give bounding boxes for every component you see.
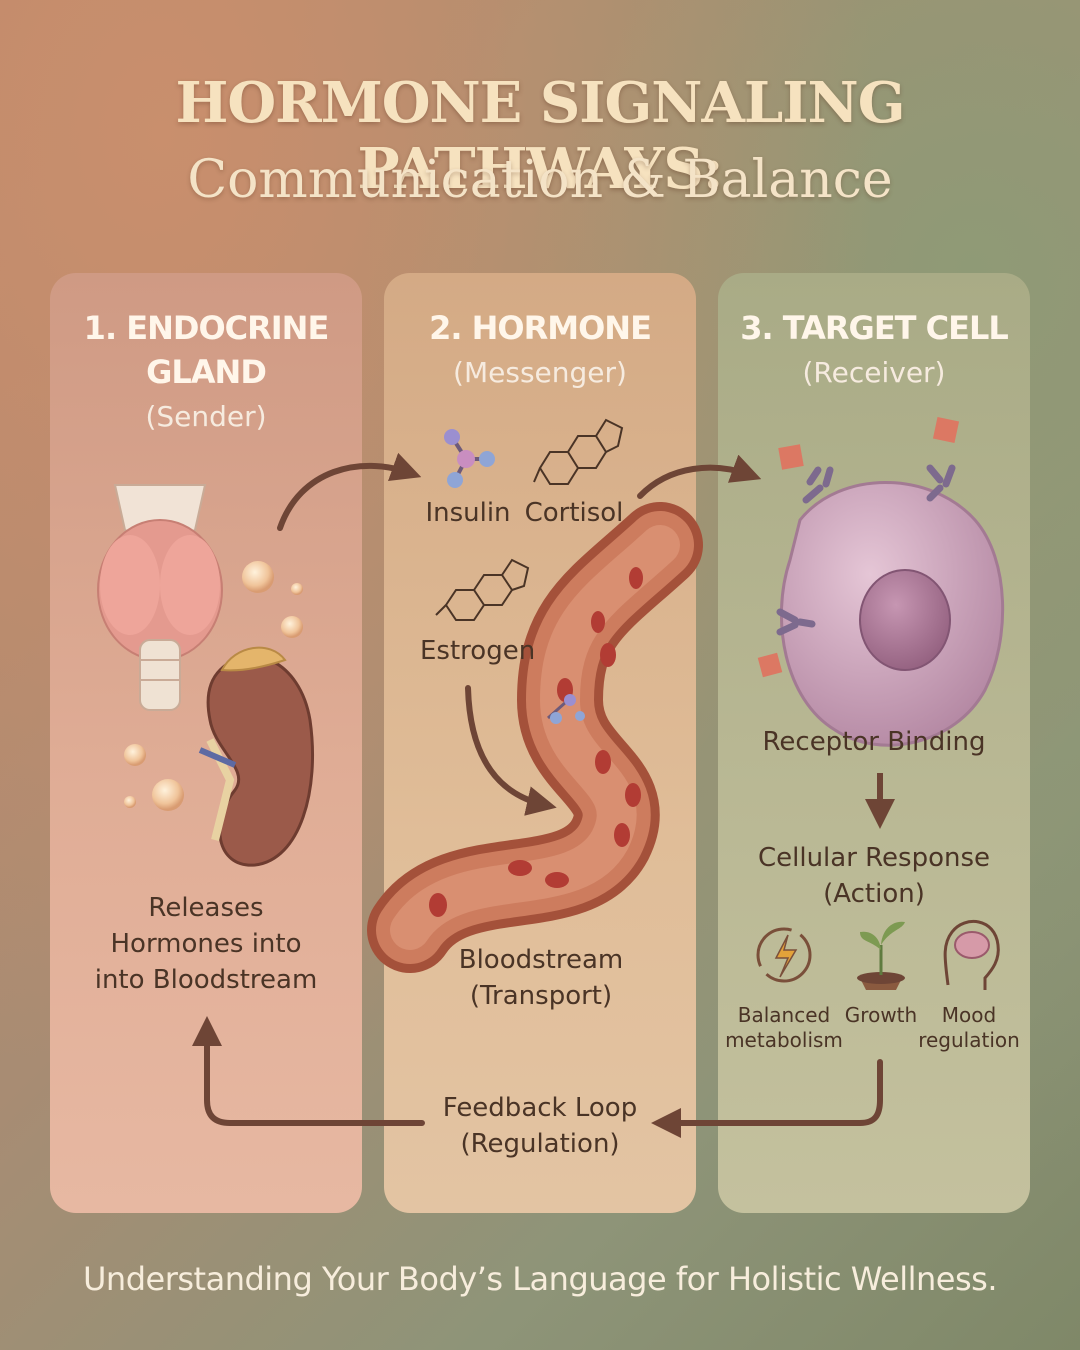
hormone-bubbles — [124, 561, 303, 811]
thyroid-gland-icon — [97, 484, 223, 711]
bloodstream-label-line1: Bloodstream — [458, 945, 624, 975]
outcome-growth-label: Growth — [844, 1003, 918, 1027]
outcome-metabolism-line2: metabolism — [725, 1028, 843, 1052]
sprout-icon — [857, 921, 905, 990]
panel1-caption-line1: Releases — [148, 893, 264, 923]
receptor-icons — [757, 416, 960, 678]
panel1-caption-line3: into Bloodstream — [94, 965, 318, 995]
feedback-loop-line2: (Regulation) — [460, 1129, 620, 1159]
cellular-response-line2: (Action) — [823, 879, 925, 909]
lightning-cycle-icon — [756, 927, 812, 983]
cellular-response-line1: Cellular Response — [757, 843, 991, 873]
panel1-caption-line2: Hormones into — [110, 929, 302, 959]
insulin-molecule-icon — [444, 429, 495, 488]
feedback-arrow-left — [192, 1016, 425, 1126]
arrow-hormone-to-cell — [637, 454, 762, 499]
feedback-loop-line1: Feedback Loop — [442, 1093, 638, 1123]
footer-tagline: Understanding Your Body’s Language for H… — [83, 1260, 998, 1298]
arrow-gland-to-hormone — [277, 452, 422, 531]
feedback-arrow-right — [651, 1059, 883, 1138]
outcome-metabolism-line1: Balanced — [737, 1003, 831, 1027]
brain-head-icon — [943, 920, 1000, 990]
blood-vessel-icon — [367, 502, 703, 973]
outcome-mood-line1: Mood — [941, 1003, 997, 1027]
molecule-label-estrogen: Estrogen — [420, 636, 536, 666]
panel1-heading-line1: 1. ENDOCRINE — [83, 309, 330, 347]
panel2-role: (Messenger) — [453, 356, 627, 389]
outcome-mood-line2: regulation — [918, 1028, 1020, 1052]
main-subtitle: Communication & Balance — [187, 150, 893, 210]
receptor-binding-label: Receptor Binding — [762, 727, 986, 757]
estrogen-molecule-icon — [435, 558, 530, 621]
bloodstream-label-line2: (Transport) — [469, 981, 613, 1011]
panel3-role: (Receiver) — [802, 356, 946, 389]
target-cell-icon — [779, 481, 1005, 747]
cortisol-molecule-icon — [533, 418, 624, 485]
arrow-estrogen-to-bloodstream — [465, 685, 557, 816]
panel3-heading: 3. TARGET CELL — [740, 309, 1009, 347]
kidney-adrenal-icon — [198, 646, 314, 867]
molecule-label-insulin: Insulin — [425, 498, 511, 528]
panel2-heading: 2. HORMONE — [429, 309, 652, 347]
molecule-label-cortisol: Cortisol — [524, 498, 624, 528]
panel1-heading-line2: GLAND — [146, 353, 267, 391]
main-title: HORMONE SIGNALING PATHWAYS: — [175, 70, 905, 202]
panel1-role: (Sender) — [145, 400, 267, 433]
